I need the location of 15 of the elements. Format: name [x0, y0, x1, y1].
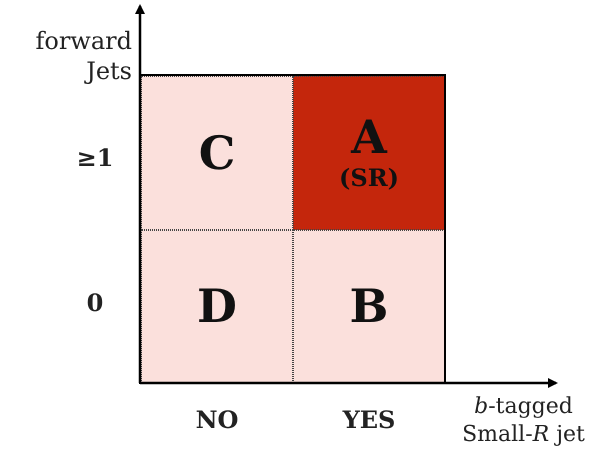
region-label: (SR): [339, 162, 399, 193]
region-cell: [141, 76, 293, 230]
tick-label: NO: [194, 405, 240, 435]
region-cell: [141, 230, 293, 383]
tick-label: ≥1: [76, 143, 114, 173]
region-letter: C: [198, 128, 236, 178]
tick-label: 0: [86, 288, 104, 318]
region-letter: D: [197, 282, 237, 331]
tick-label: YES: [341, 405, 396, 435]
region-cell: [293, 76, 445, 230]
region-letter: B: [350, 282, 388, 331]
axis-title: forward Jets: [34, 26, 132, 86]
axis-title: b-tagged Small-R jet: [461, 393, 586, 448]
region-cell: [293, 230, 445, 383]
region-letter: A: [351, 113, 387, 162]
